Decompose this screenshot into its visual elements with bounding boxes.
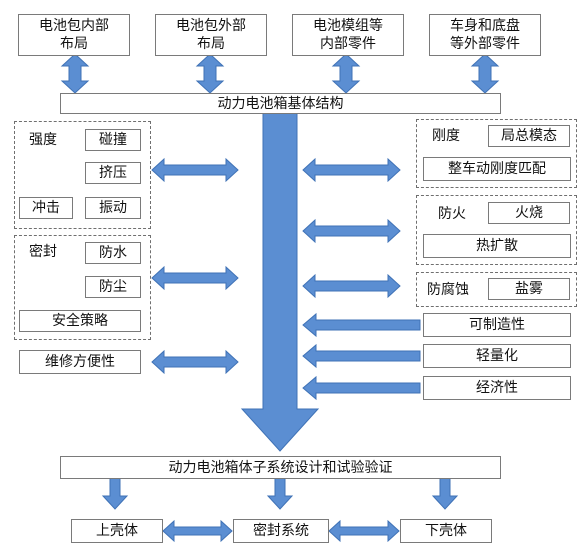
- subsystem-box: 动力电池箱体子系统设计和试验验证: [60, 456, 501, 479]
- strength-label: 强度: [29, 132, 57, 148]
- anticorrosion-group: [416, 272, 577, 307]
- top-box-external-layout: 电池包外部 布局: [155, 14, 267, 56]
- arrow-right-3: [302, 273, 401, 299]
- arrow-top-2: [195, 53, 225, 94]
- top-box-module-parts: 电池模组等 内部零件: [292, 14, 404, 56]
- collision-box: 碰撞: [85, 129, 141, 151]
- crush-box: 挤压: [85, 162, 141, 184]
- seal-label: 密封: [29, 244, 57, 260]
- salt-spray-box: 盐雾: [488, 278, 570, 300]
- strength-group: [14, 121, 151, 229]
- arrow-down-3: [431, 477, 459, 510]
- upper-shell-box: 上壳体: [71, 519, 163, 543]
- arrow-top-1: [60, 53, 90, 94]
- main-down-arrow: [240, 112, 320, 452]
- lower-shell-box: 下壳体: [400, 519, 492, 543]
- arrow-down-1: [101, 477, 129, 510]
- top-box-internal-layout: 电池包内部 布局: [18, 14, 130, 56]
- fireproof-label: 防火: [438, 206, 466, 222]
- arrow-left-3: [151, 349, 239, 375]
- fireproof-group: [416, 195, 577, 265]
- arrow-down-2: [266, 477, 294, 510]
- anticorrosion-label: 防腐蚀: [427, 282, 469, 298]
- arrow-left-1: [151, 157, 239, 183]
- economy-box: 经济性: [423, 376, 571, 400]
- vehicle-stiffness-box: 整车动刚度匹配: [423, 157, 571, 181]
- maintainability-box: 维修方便性: [19, 350, 141, 374]
- vibration-box: 振动: [85, 197, 141, 219]
- arrow-top-3: [331, 53, 361, 94]
- arrow-right-5: [302, 343, 421, 369]
- seal-system-box: 密封系统: [233, 519, 329, 543]
- stiffness-group: [416, 119, 577, 188]
- stiffness-label: 刚度: [432, 128, 460, 144]
- arrow-right-6: [302, 375, 421, 401]
- waterproof-box: 防水: [85, 242, 141, 264]
- top-box-vehicle-parts: 车身和底盘 等外部零件: [429, 14, 541, 56]
- arrow-bottom-2: [328, 519, 400, 543]
- base-structure-box: 动力电池箱基体结构: [60, 93, 501, 114]
- safety-strategy-box: 安全策略: [19, 310, 141, 332]
- thermal-runaway-box: 热扩散: [423, 234, 571, 258]
- arrow-bottom-1: [162, 519, 233, 543]
- dustproof-box: 防尘: [85, 276, 141, 298]
- lightweight-box: 轻量化: [423, 344, 571, 368]
- arrow-left-2: [151, 265, 239, 291]
- seal-group: [14, 235, 151, 340]
- fire-box: 火烧: [488, 202, 570, 224]
- arrow-right-2: [302, 218, 401, 244]
- arrow-top-4: [470, 53, 500, 94]
- arrow-right-1: [302, 157, 401, 183]
- impact-box: 冲击: [19, 197, 73, 219]
- manufacturability-box: 可制造性: [423, 313, 571, 337]
- local-modal-box: 局总模态: [488, 125, 570, 147]
- arrow-right-4: [302, 312, 421, 338]
